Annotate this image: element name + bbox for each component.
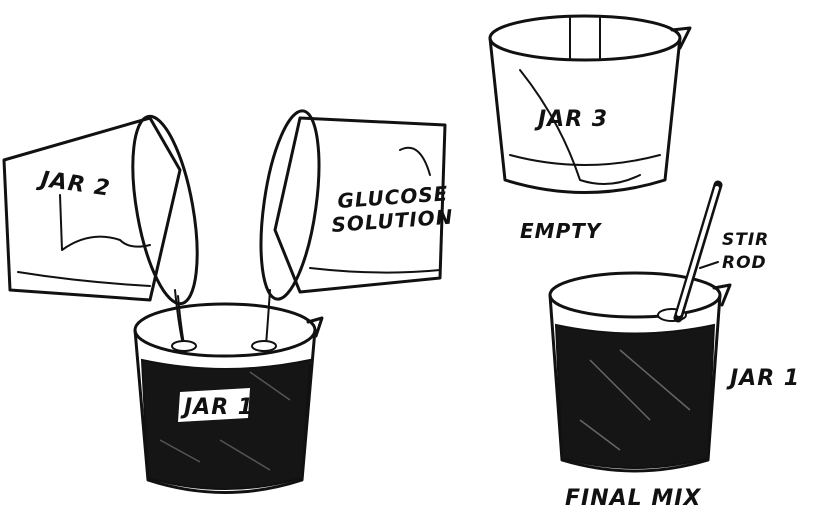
pour-stream-right (266, 290, 270, 345)
jar-2-label: JAR 2 (35, 167, 112, 202)
jar-1-final-mix-beaker (550, 273, 730, 471)
jar-1-pouring-label: JAR 1 (180, 395, 254, 420)
jar-3-label: JAR 3 (534, 107, 608, 132)
empty-label: EMPTY (520, 219, 603, 243)
stir-rod-highlight (679, 188, 717, 314)
final-mix-label: FINAL MIX (565, 486, 701, 509)
stir-rod-pointer-line (700, 262, 718, 268)
jar-3-empty-beaker (490, 16, 690, 193)
jar-1-final-label: JAR 1 (726, 366, 800, 391)
stir-label: STIR (722, 230, 769, 250)
rod-label: ROD (722, 253, 767, 273)
